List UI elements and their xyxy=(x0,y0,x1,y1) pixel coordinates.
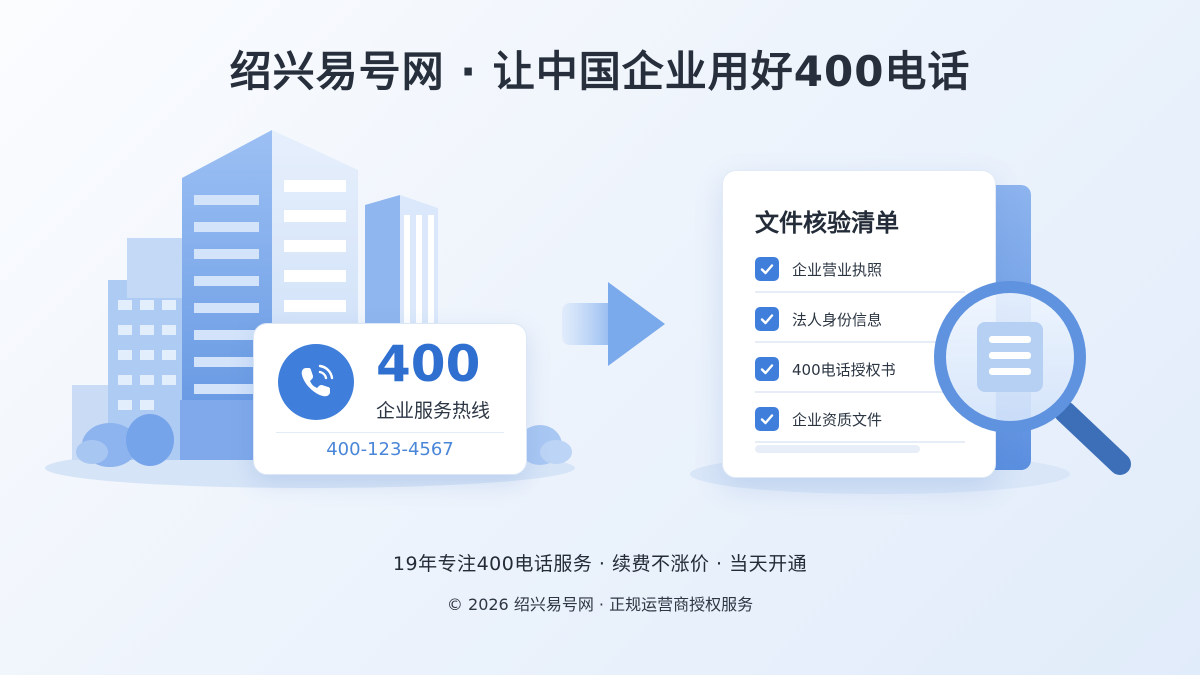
phone-icon xyxy=(278,344,354,420)
slogan: 19年专注400电话服务 · 续费不涨价 · 当天开通 xyxy=(392,553,808,575)
hotline-label: 企业服务热线 xyxy=(376,400,491,422)
checklist-item: 企业营业执照 xyxy=(755,255,965,305)
checklist-item: 400电话授权书 xyxy=(755,355,965,405)
checklist-item-label: 法人身份信息 xyxy=(792,311,883,329)
checklist-item-label: 企业资质文件 xyxy=(792,411,883,429)
page-title: 绍兴易号网 · 让中国企业用好400电话 xyxy=(229,47,971,96)
hotline-card: 400 企业服务热线 400-123-4567 xyxy=(253,323,527,475)
checklist-footer-bar xyxy=(755,445,920,453)
checklist-item-label: 企业营业执照 xyxy=(792,261,883,279)
hotline-divider xyxy=(276,432,504,433)
arrow-right-icon xyxy=(562,282,665,366)
checklist-item-line xyxy=(755,341,965,343)
checklist-item-label: 400电话授权书 xyxy=(792,361,896,379)
checklist-item-line xyxy=(755,441,965,443)
magnifier-icon xyxy=(934,281,1131,475)
checklist-item: 企业资质文件 xyxy=(755,405,965,455)
checkmark-icon xyxy=(755,257,779,281)
checklist-card: 文件核验清单 企业营业执照 法人身份信息 400电话授权书 xyxy=(722,170,996,478)
copyright: © 2026 绍兴易号网 · 正规运营商授权服务 xyxy=(446,595,754,614)
checklist: 企业营业执照 法人身份信息 400电话授权书 企业资质文件 xyxy=(755,255,965,455)
checklist-item: 法人身份信息 xyxy=(755,305,965,355)
hotline-phone: 400-123-4567 xyxy=(326,439,454,460)
hotline-number: 400 xyxy=(376,335,481,393)
checkmark-icon xyxy=(755,307,779,331)
checklist-item-line xyxy=(755,391,965,393)
checklist-title: 文件核验清单 xyxy=(755,209,899,237)
checklist-item-line xyxy=(755,291,965,293)
checkmark-icon xyxy=(755,407,779,431)
checkmark-icon xyxy=(755,357,779,381)
